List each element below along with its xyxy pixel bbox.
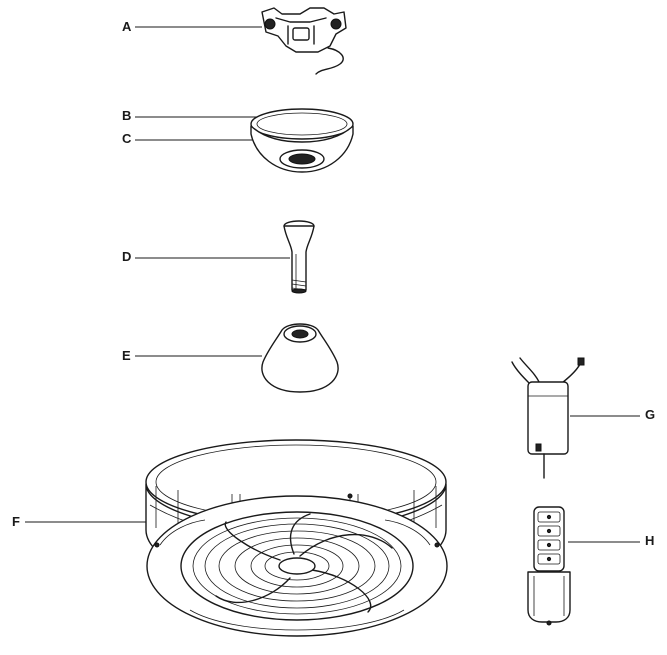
- label-d: D: [122, 249, 131, 264]
- label-e: E: [122, 348, 131, 363]
- label-h: H: [645, 533, 654, 548]
- part-d-downrod: D: [122, 220, 315, 294]
- part-f-fan-body: F: [12, 439, 448, 637]
- part-e-top-cover: E: [122, 323, 339, 393]
- label-b: B: [122, 108, 131, 123]
- part-g-receiver: G: [511, 357, 655, 479]
- label-a: A: [122, 19, 132, 34]
- label-f: F: [12, 514, 20, 529]
- part-a-mounting-bracket: A: [122, 7, 347, 75]
- part-b-c-canopy: B C: [122, 108, 354, 173]
- part-h-remote-control: H: [527, 506, 654, 626]
- label-g: G: [645, 407, 655, 422]
- label-c: C: [122, 131, 132, 146]
